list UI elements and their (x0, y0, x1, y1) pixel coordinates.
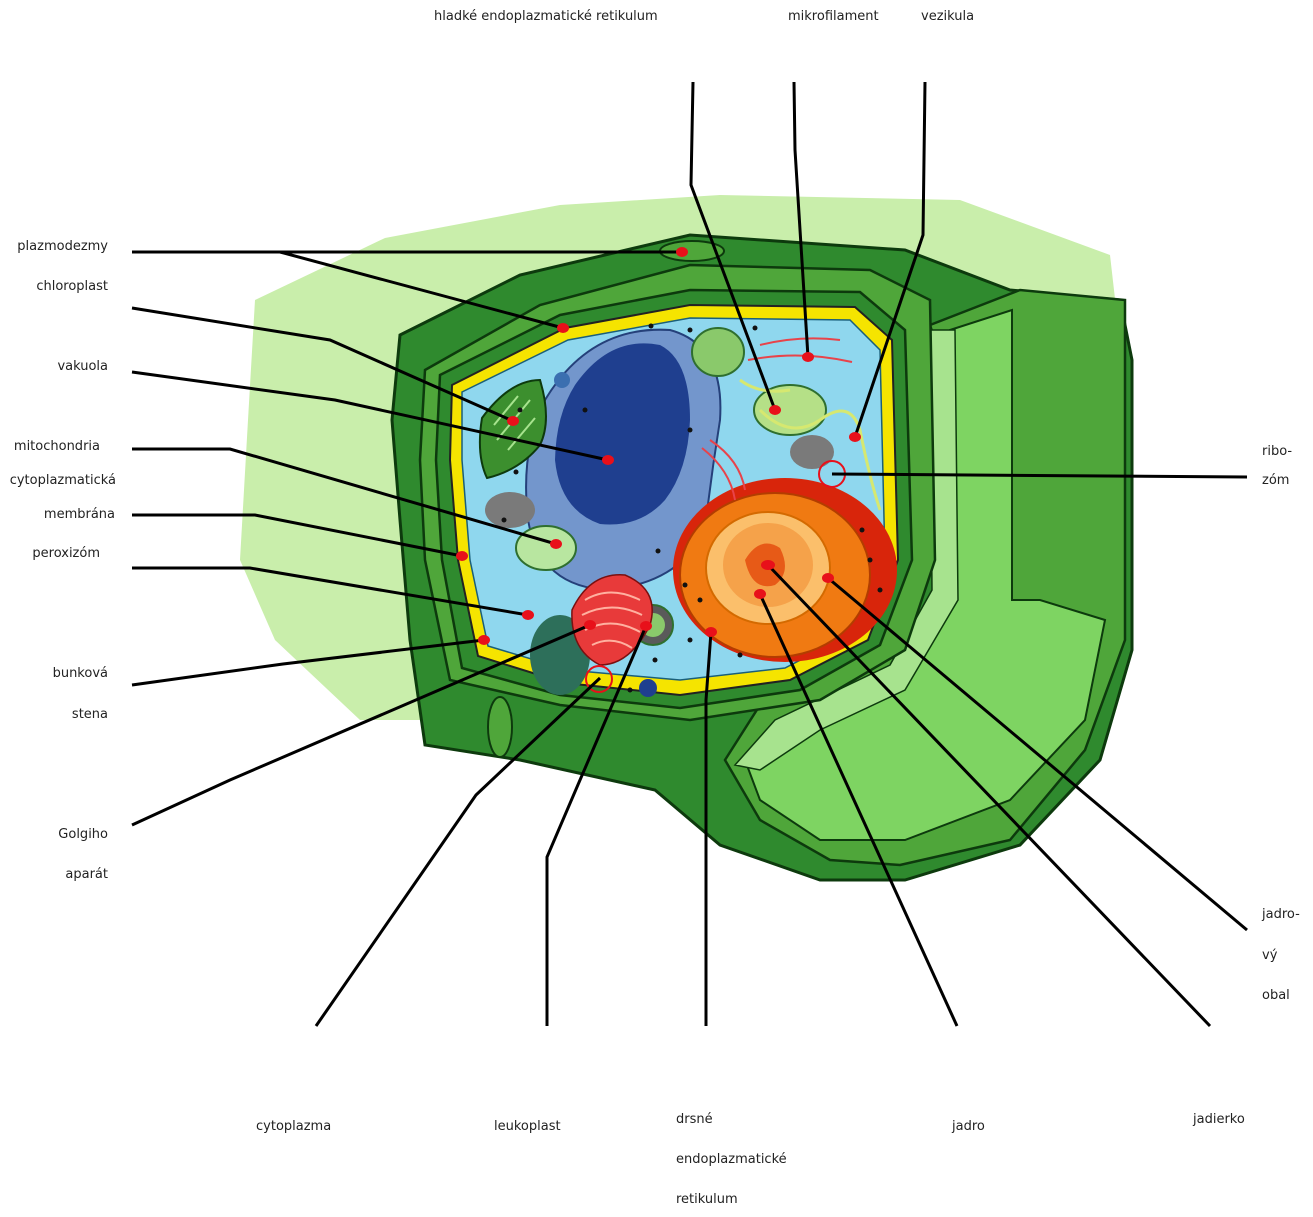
label-nucleus: jadro (952, 1119, 985, 1134)
label-smooth-er: hladké endoplazmatické retikulum (434, 9, 658, 24)
marker-dot (478, 635, 490, 645)
label-nuclear-envelope-line3: obal (1262, 988, 1290, 1003)
granule (639, 679, 657, 697)
marker-dot (522, 610, 534, 620)
label-rough-er-line2: endoplazmatické (676, 1152, 787, 1167)
granule (554, 372, 570, 388)
label-cell-wall-line1: bunková (53, 666, 108, 681)
marker-dot (705, 627, 717, 637)
marker-dot (507, 416, 519, 426)
marker-dot (761, 560, 775, 570)
label-cell-membrane-line1: cytoplazmatická (10, 473, 116, 488)
marker-dot (557, 323, 569, 333)
label-mitochondria: mitochondria (14, 439, 100, 454)
mitochondrion (516, 526, 576, 570)
label-nuclear-envelope-line2: vý (1262, 948, 1277, 963)
chloroplast (692, 328, 744, 376)
label-microfilament: mikrofilament (788, 9, 879, 24)
label-nuclear-envelope-line1: jadro- (1262, 907, 1300, 922)
marker-dot (754, 589, 766, 599)
marker-dot (456, 551, 468, 561)
wall-pit (488, 697, 512, 757)
label-cell-membrane-line2: membrána (44, 507, 115, 522)
granule (790, 435, 834, 469)
label-leucoplast: leukoplast (494, 1119, 561, 1134)
marker-dot (849, 432, 861, 442)
label-rough-er-line1: drsné (676, 1112, 713, 1127)
label-plasmodesmata: plazmodezmy (17, 239, 108, 254)
label-chloroplast: chloroplast (36, 279, 108, 294)
label-nucleolus: jadierko (1193, 1112, 1245, 1127)
label-golgi-line2: aparát (65, 867, 108, 882)
marker-dot (602, 455, 614, 465)
label-ribosome-line2: zóm (1262, 473, 1289, 488)
label-vacuole: vakuola (57, 359, 108, 374)
marker-dot (769, 405, 781, 415)
label-ribosome-line1: ribo- (1262, 444, 1292, 459)
granule (485, 492, 535, 528)
marker-dot (676, 247, 688, 257)
label-cytoplasm: cytoplazma (256, 1119, 331, 1134)
marker-dot (822, 573, 834, 583)
label-cell-wall-line2: stena (72, 707, 108, 722)
label-peroxisome: peroxizóm (32, 546, 100, 561)
marker-dot (640, 621, 652, 631)
label-vesicle: vezikula (921, 9, 974, 24)
marker-dot (584, 620, 596, 630)
marker-dot (550, 539, 562, 549)
marker-dot (802, 352, 814, 362)
label-golgi-line1: Golgiho (58, 827, 108, 842)
label-rough-er-line3: retikulum (676, 1192, 738, 1207)
